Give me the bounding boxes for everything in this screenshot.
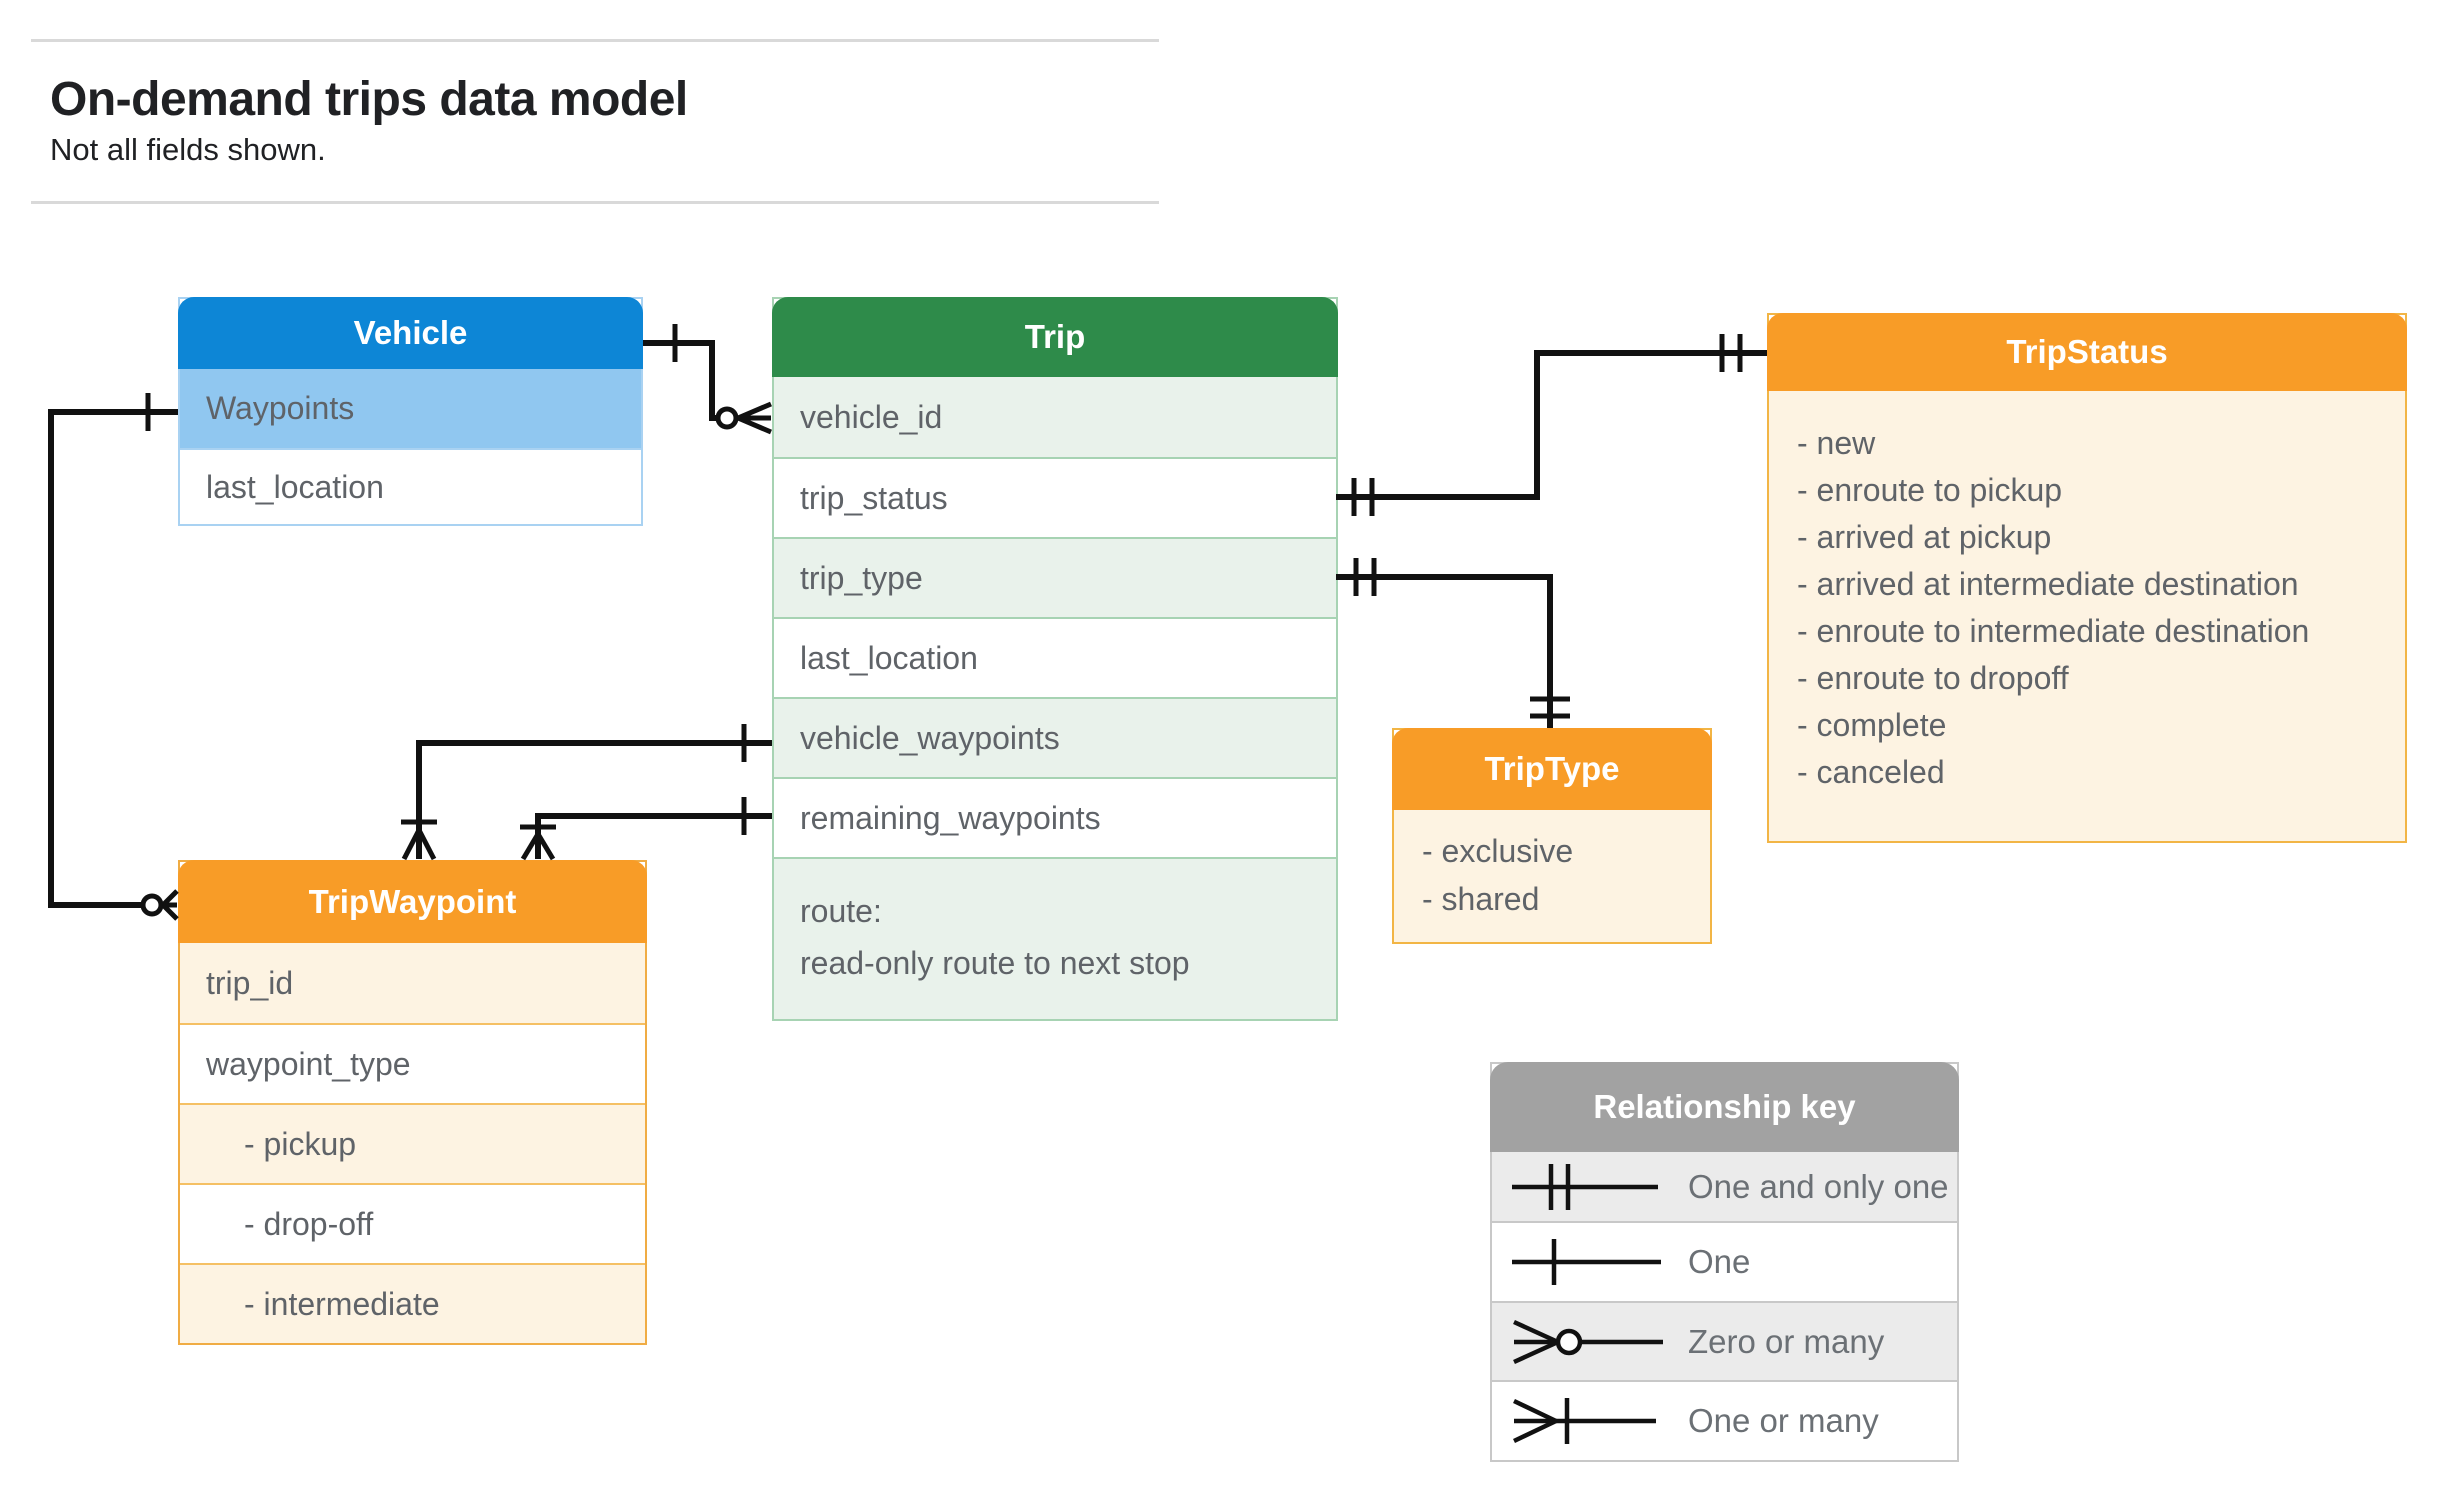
connector-vehicle-waypoints-field-to-tripwaypoint [401, 724, 772, 861]
trip-field-trip-status: trip_status [774, 457, 1336, 537]
tripstatus-table: TripStatus - new - enroute to pickup - a… [1767, 313, 2407, 843]
vehicle-field-last-location: last_location [180, 448, 641, 524]
vehicle-table-header: Vehicle [178, 297, 643, 369]
tripstatus-value: - enroute to dropoff [1797, 660, 2069, 696]
trip-field-last-location: last_location [774, 617, 1336, 697]
triptype-table: TripType - exclusive - shared [1392, 728, 1712, 944]
tripstatus-value: - new [1797, 425, 1876, 461]
legend-row-zero-or-many: Zero or many [1492, 1301, 1957, 1380]
legend-label: One [1688, 1243, 1751, 1280]
one-icon [1512, 1239, 1661, 1285]
triptype-table-header: TripType [1392, 728, 1712, 810]
legend-label: One and only one [1688, 1167, 1949, 1205]
connector-trip-type-to-triptype [1336, 558, 1570, 728]
trip-table-header: Trip [772, 297, 1338, 377]
tripwaypoint-field-trip-id: trip_id [180, 943, 645, 1023]
tripwaypoint-table: TripWaypoint trip_id waypoint_type - pic… [178, 860, 647, 1345]
trip-field-route-line2: read-only route to next stop [800, 945, 1190, 981]
one-and-only-one-icon [1512, 1163, 1658, 1210]
top-divider [31, 39, 1159, 42]
tripstatus-value-list: - new - enroute to pickup - arrived at p… [1769, 391, 2405, 841]
legend-row-one-and-only-one: One and only one [1492, 1152, 1957, 1221]
tripstatus-value: - arrived at pickup [1797, 519, 2052, 555]
relationship-key: Relationship key One and only one One Ze… [1490, 1062, 1959, 1462]
trip-field-vehicle-waypoints: vehicle_waypoints [774, 697, 1336, 777]
triptype-value: - shared [1422, 881, 1540, 917]
bottom-divider [31, 201, 1159, 204]
relationship-key-header: Relationship key [1490, 1062, 1959, 1152]
tripstatus-value: - arrived at intermediate destination [1797, 566, 2299, 602]
trip-field-route-line1: route: [800, 893, 882, 929]
tripwaypoint-value-drop-off: - drop-off [180, 1183, 645, 1263]
zero-or-many-icon [1513, 1319, 1663, 1364]
legend-row-one-or-many: One or many [1492, 1380, 1957, 1460]
vehicle-table: Vehicle Waypoints last_location [178, 297, 643, 526]
connector-remaining-waypoints-field-to-tripwaypoint [520, 797, 772, 861]
page-title: On-demand trips data model [50, 73, 688, 126]
trip-field-route: route: read-only route to next stop [774, 857, 1336, 1019]
tripwaypoint-value-pickup: - pickup [180, 1103, 645, 1183]
triptype-value-list: - exclusive - shared [1394, 810, 1710, 942]
vehicle-field-waypoints: Waypoints [180, 369, 641, 448]
legend-label: One or many [1688, 1402, 1879, 1439]
connector-vehicle-waypoints-to-tripwaypoint [48, 393, 179, 921]
tripstatus-value: - complete [1797, 707, 1947, 743]
legend-label: Zero or many [1688, 1322, 1885, 1360]
trip-field-trip-type: trip_type [774, 537, 1336, 617]
page-subtitle: Not all fields shown. [50, 132, 326, 167]
trip-field-remaining-waypoints: remaining_waypoints [774, 777, 1336, 857]
one-or-many-icon [1513, 1398, 1656, 1444]
tripwaypoint-field-waypoint-type: waypoint_type [180, 1023, 645, 1103]
tripstatus-value: - enroute to pickup [1797, 472, 2063, 508]
tripstatus-value: - enroute to intermediate destination [1797, 613, 2310, 649]
tripstatus-value: - canceled [1797, 754, 1945, 790]
triptype-value: - exclusive [1422, 833, 1574, 869]
trip-table: Trip vehicle_id trip_status trip_type la… [772, 297, 1338, 1021]
tripwaypoint-value-intermediate: - intermediate [180, 1263, 645, 1343]
connector-vehicle-to-trip [643, 324, 772, 435]
tripwaypoint-table-header: TripWaypoint [178, 860, 647, 943]
tripstatus-table-header: TripStatus [1767, 313, 2407, 391]
trip-field-vehicle-id: vehicle_id [774, 377, 1336, 457]
connector-trip-status-to-tripstatus [1336, 334, 1767, 516]
legend-row-one: One [1492, 1221, 1957, 1301]
